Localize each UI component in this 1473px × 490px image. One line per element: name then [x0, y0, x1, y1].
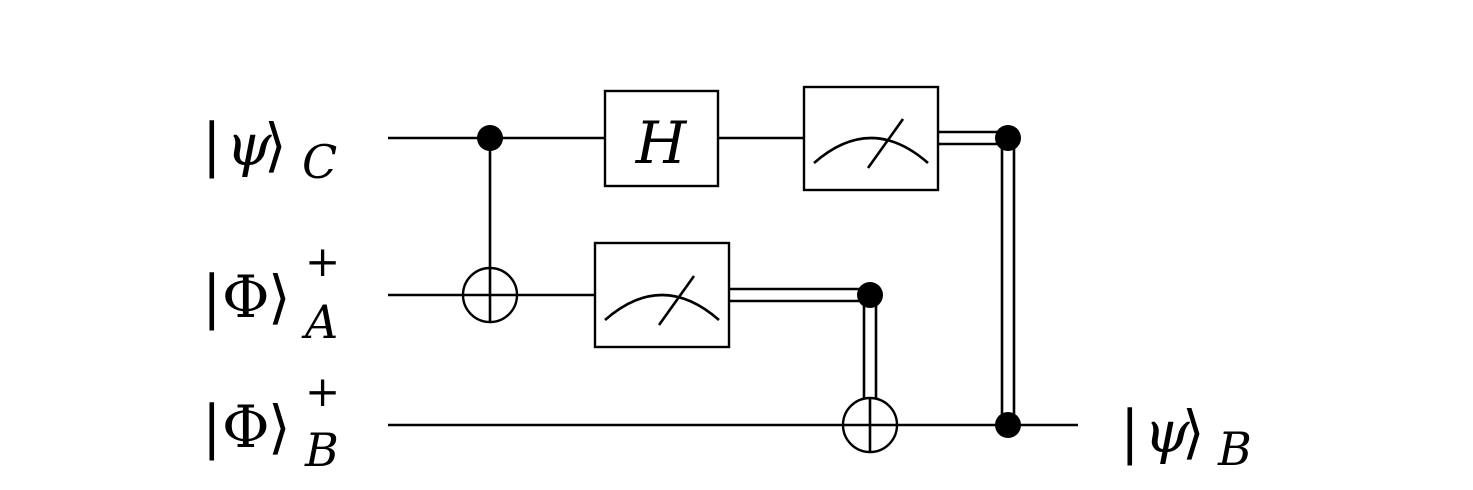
meter-arc-icon	[604, 293, 720, 321]
classical-wire-a	[729, 287, 878, 398]
ket-symbol: Φ	[222, 393, 270, 461]
input-label-phi-plus-b: | Φ ⟩ + B	[202, 367, 340, 477]
hadamard-label: H	[635, 109, 688, 177]
ket-open-bar: |	[1120, 398, 1140, 466]
measurement-meter-a	[593, 241, 731, 349]
output-label-psi-b: | ψ ⟩ B	[1120, 398, 1252, 476]
ket-symbol: Φ	[222, 263, 270, 331]
measurement-meter-c	[802, 85, 940, 192]
ket-close-bracket: ⟩	[268, 263, 291, 331]
cnot-control-dot	[477, 125, 503, 151]
hadamard-gate: H	[603, 89, 720, 188]
ket-close-bracket: ⟩	[1182, 398, 1205, 466]
input-label-psi-c: | ψ ⟩ C	[202, 111, 337, 189]
meter-needle-icon	[657, 275, 696, 326]
meter-arc-icon	[813, 136, 929, 164]
ket-open-bar: |	[202, 393, 222, 461]
ket-superscript: +	[305, 237, 340, 286]
classical-wire-c	[938, 130, 1016, 425]
cnot-target-xor	[461, 266, 519, 324]
z-correction-dot	[995, 412, 1021, 438]
x-correction-target	[841, 396, 899, 454]
ket-close-bracket: ⟩	[268, 393, 291, 461]
ket-subscript: B	[1217, 422, 1252, 476]
ket-superscript: +	[305, 367, 340, 416]
ket-open-bar: |	[202, 111, 222, 179]
ket-close-bracket: ⟩	[264, 111, 287, 179]
ket-symbol: ψ	[226, 111, 272, 179]
ket-symbol: ψ	[1144, 398, 1190, 466]
ket-open-bar: |	[202, 263, 222, 331]
ket-subscript: C	[302, 135, 337, 189]
classical-control-dot-c	[995, 125, 1021, 151]
input-label-phi-plus-a: | Φ ⟩ + A	[202, 237, 340, 349]
ket-subscript: A	[301, 295, 338, 349]
classical-control-dot-a	[857, 282, 883, 308]
ket-subscript: B	[304, 423, 339, 477]
meter-needle-icon	[866, 118, 905, 169]
